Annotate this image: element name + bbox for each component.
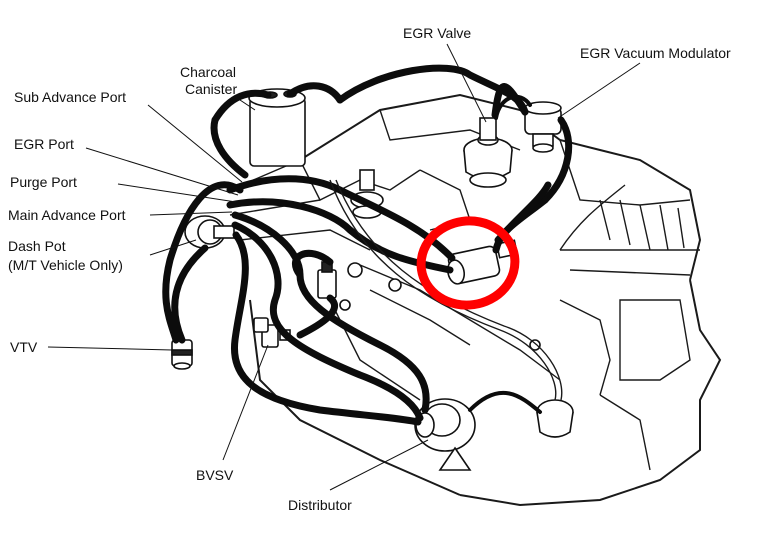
label-bvsv: BVSV bbox=[196, 467, 234, 483]
charcoal-canister bbox=[211, 82, 344, 167]
label-dash-pot-1: Dash Pot bbox=[8, 238, 66, 254]
vacuum-hoses bbox=[162, 64, 573, 426]
egr-valve bbox=[463, 117, 513, 188]
label-distributor: Distributor bbox=[288, 497, 352, 513]
label-main-advance-port: Main Advance Port bbox=[8, 207, 126, 223]
label-dash-pot-2: (M/T Vehicle Only) bbox=[8, 257, 123, 273]
label-sub-advance-port: Sub Advance Port bbox=[14, 89, 126, 105]
dash-pot bbox=[184, 215, 235, 249]
label-purge-port: Purge Port bbox=[10, 174, 77, 190]
label-egr-vacuum-modulator: EGR Vacuum Modulator bbox=[580, 45, 731, 61]
distributor bbox=[414, 398, 476, 471]
vacuum-connector bbox=[317, 261, 337, 299]
labels: EGR Valve EGR Vacuum Modulator Charcoal … bbox=[8, 25, 731, 513]
egr-vacuum-modulator bbox=[524, 101, 562, 153]
label-egr-port: EGR Port bbox=[14, 136, 74, 152]
label-charcoal-canister-1: Charcoal bbox=[180, 64, 236, 80]
vtv bbox=[171, 339, 193, 370]
label-charcoal-canister-2: Canister bbox=[185, 81, 237, 97]
leader-lines bbox=[47, 43, 641, 491]
label-egr-valve: EGR Valve bbox=[403, 25, 471, 41]
metal-lines bbox=[329, 179, 626, 401]
label-vtv: VTV bbox=[10, 339, 38, 355]
highlight-circle bbox=[416, 216, 520, 310]
vacuum-actuator bbox=[536, 399, 574, 438]
